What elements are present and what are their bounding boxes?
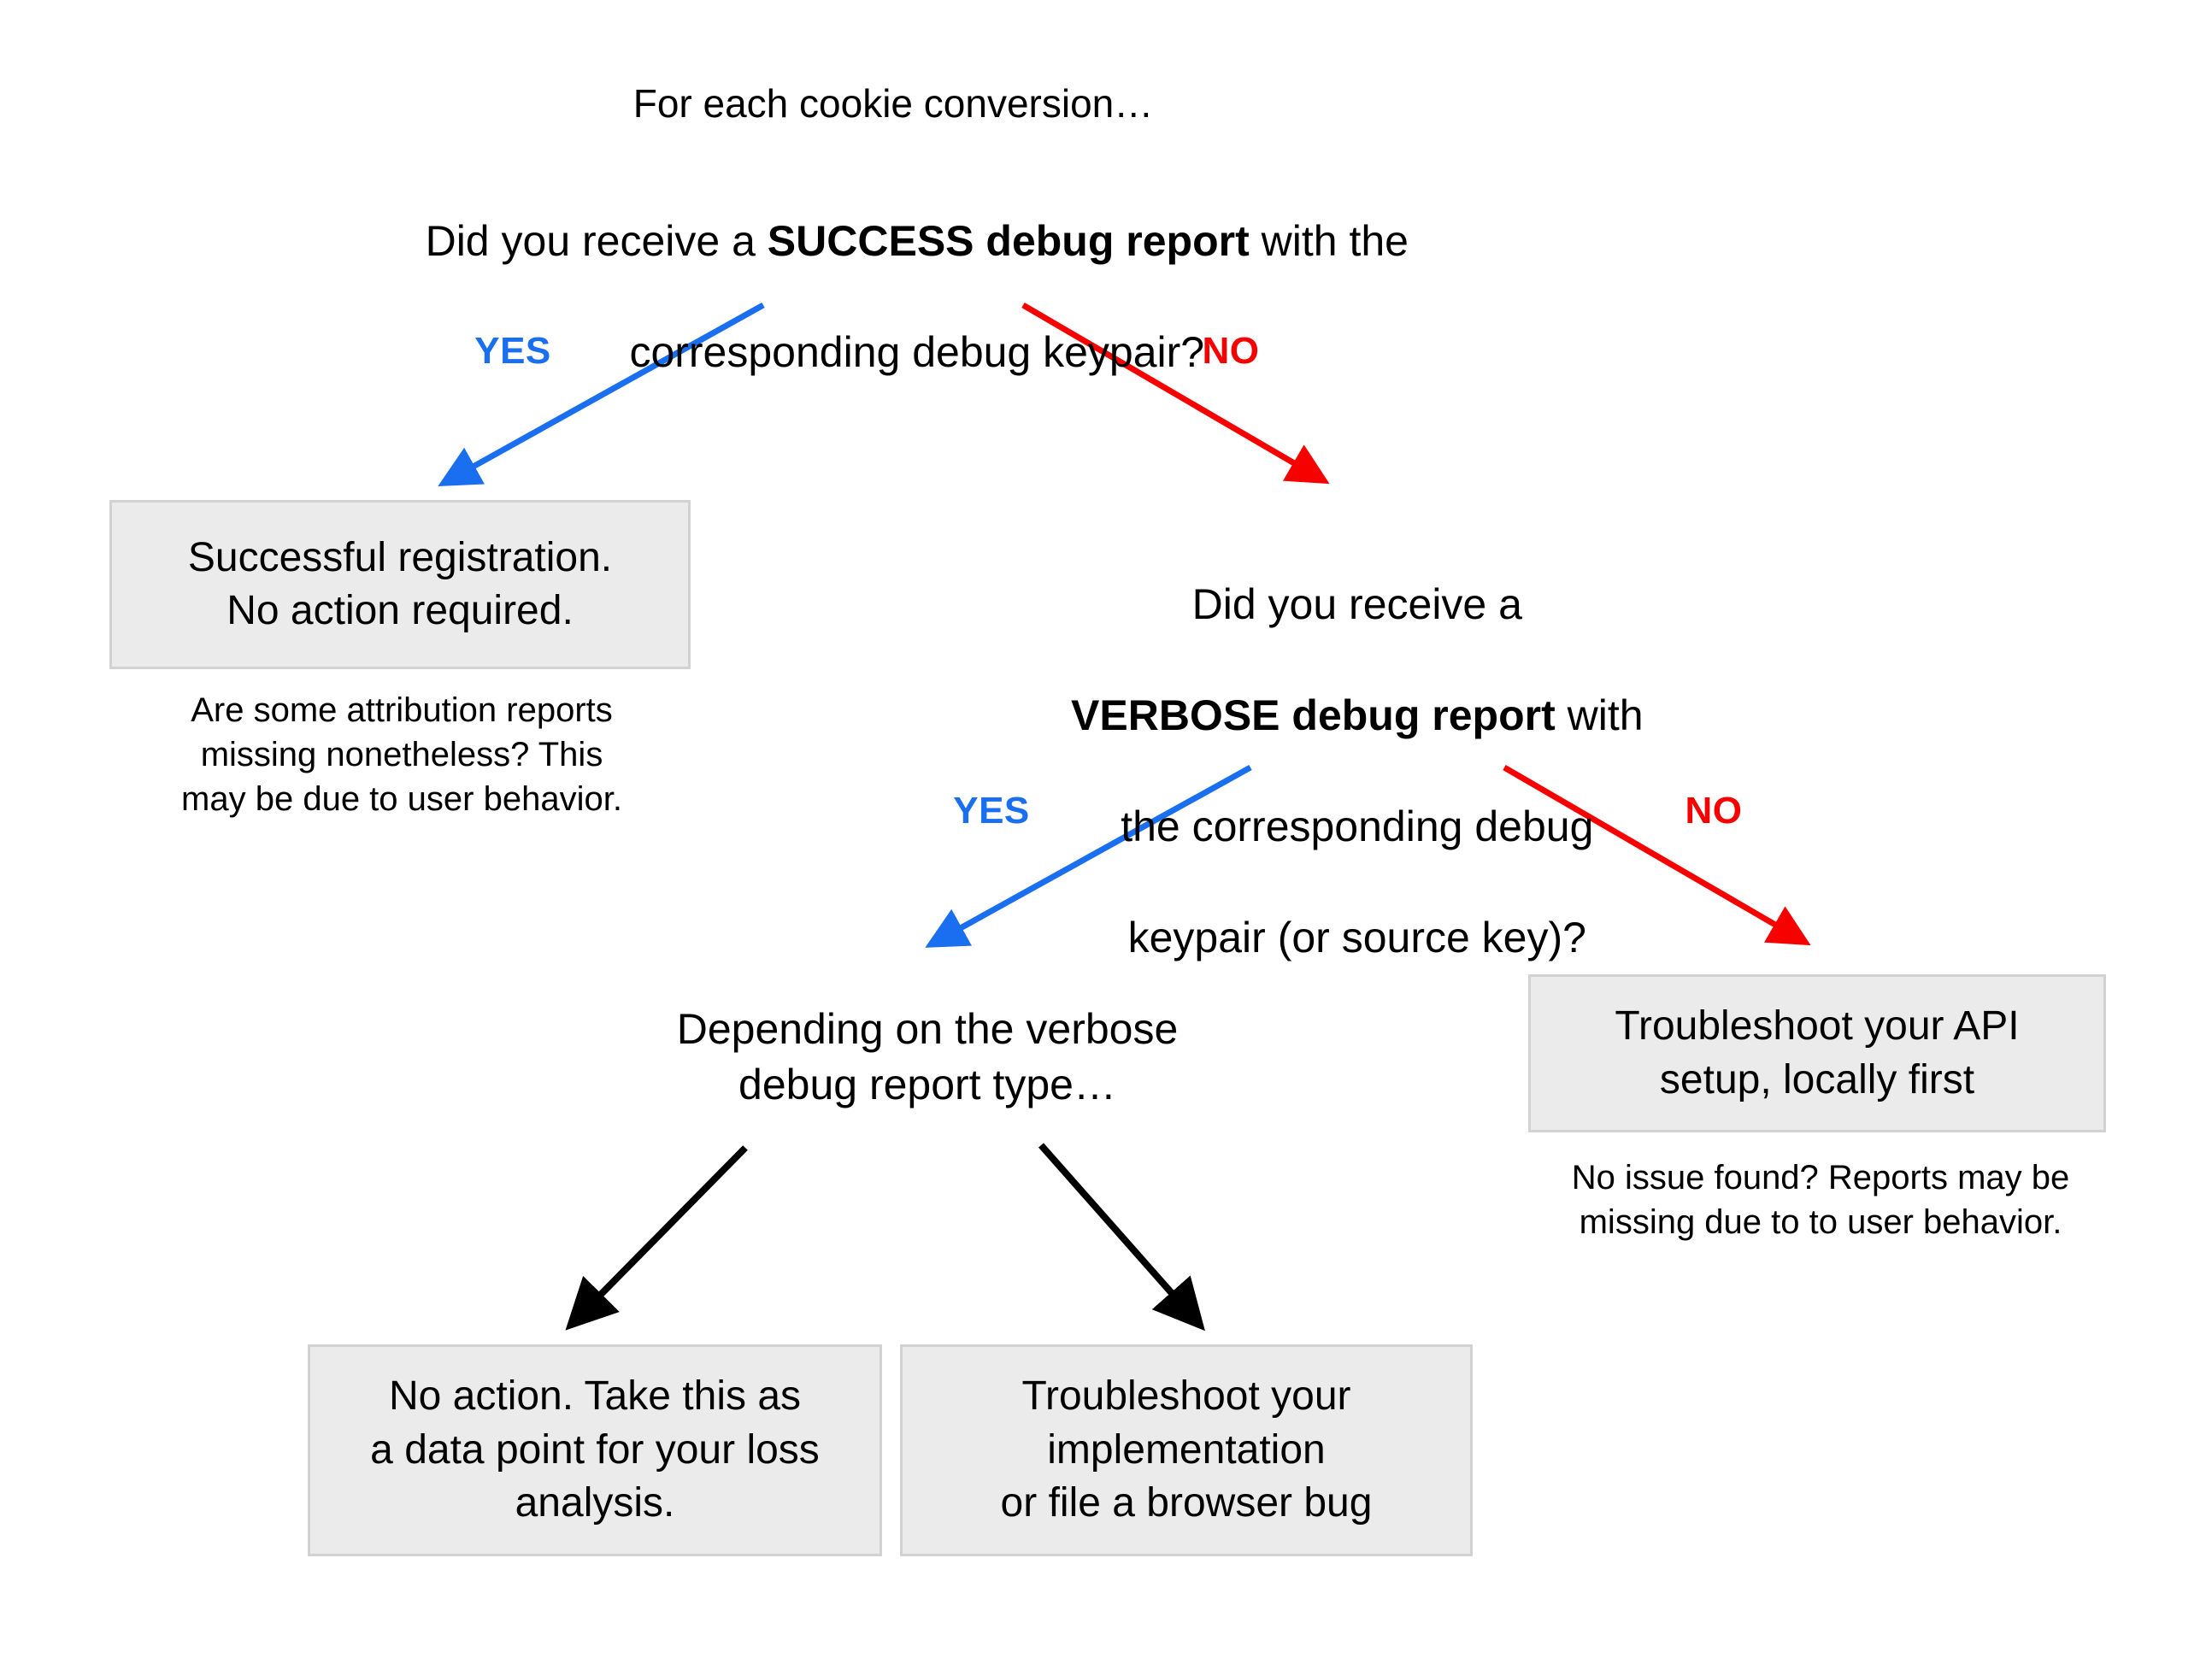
verbose-question-line1: Did you receive a: [1191, 580, 1522, 628]
branch-label-yes-level2: YES: [953, 790, 1030, 832]
node-troubleshoot-implementation-label: Troubleshoot your implementation or file…: [1000, 1373, 1373, 1526]
arrow-to-troubleshoot: [1038, 1143, 1205, 1332]
node-no-action-loss-analysis[interactable]: No action. Take this as a data point for…: [308, 1344, 882, 1556]
verbose-question-emphasis: VERBOSE debug report: [1071, 691, 1556, 739]
branch-label-yes-level1: YES: [474, 330, 551, 372]
node-verbose-report-type: Depending on the verbose debug report ty…: [676, 1005, 1179, 1108]
root-question-text: Did you receive a SUCCESS debug report w…: [308, 158, 1479, 436]
caption-attribution-reports-missing: Are some attribution reports missing non…: [181, 691, 622, 818]
root-intro-text: For each cookie conversion…: [632, 81, 1154, 126]
verbose-question-line3: the corresponding debug: [1121, 803, 1594, 850]
verbose-question-line4: keypair (or source key)?: [1127, 914, 1586, 961]
node-successful-registration[interactable]: Successful registration. No action requi…: [109, 500, 691, 669]
node-no-action-loss-analysis-label: No action. Take this as a data point for…: [370, 1373, 820, 1526]
node-successful-registration-label: Successful registration. No action requi…: [187, 534, 613, 633]
root-question-emphasis: SUCCESS debug report: [767, 217, 1250, 265]
root-question-part1: Did you receive a: [425, 217, 768, 265]
node-troubleshoot-implementation[interactable]: Troubleshoot your implementation or file…: [900, 1344, 1473, 1556]
root-question-part2: with the: [1249, 217, 1409, 265]
verbose-question-text: Did you receive a VERBOSE debug report w…: [1009, 521, 1658, 1021]
root-question-line2: corresponding debug keypair?: [629, 328, 1205, 376]
caption-no-issue-found: No issue found? Reports may be missing d…: [1571, 1159, 2070, 1241]
node-troubleshoot-api-setup-label: Troubleshoot your API setup, locally fir…: [1615, 1003, 2020, 1102]
node-troubleshoot-api-setup[interactable]: Troubleshoot your API setup, locally fir…: [1528, 974, 2106, 1132]
arrow-to-no-action: [565, 1145, 748, 1331]
verbose-question-line2-tail: with: [1555, 691, 1644, 739]
branch-label-no-level2: NO: [1685, 790, 1743, 832]
branch-label-no-level1: NO: [1202, 330, 1260, 372]
